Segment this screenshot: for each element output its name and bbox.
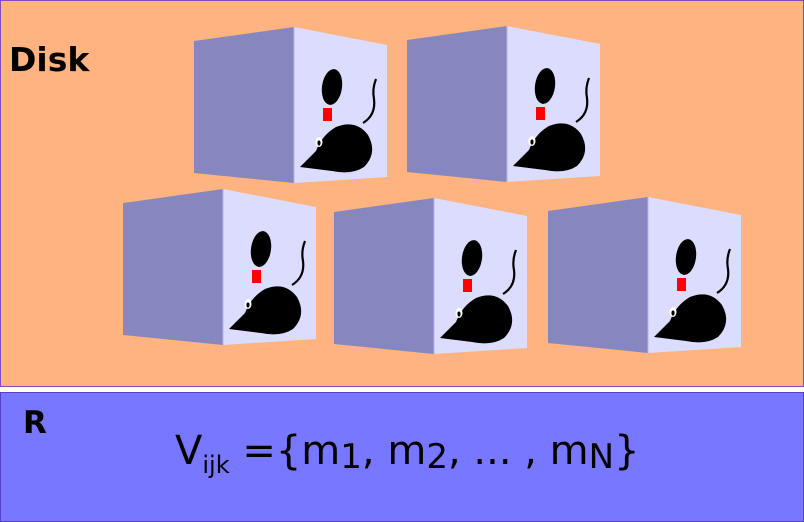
formula-close: } xyxy=(614,428,640,474)
r-panel: R Vijk ={m1, m2, ... , mN} xyxy=(0,392,804,522)
disk-label: Disk xyxy=(9,40,90,79)
cube-array xyxy=(1,1,804,386)
formula-eq-open: ={m xyxy=(229,428,341,474)
mouse-cube-icon xyxy=(407,26,600,182)
formula-index-1: 1 xyxy=(340,437,362,477)
mouse-cube-icon xyxy=(548,197,741,353)
mouse-cube-icon xyxy=(194,27,387,183)
mouse-cube-icon xyxy=(123,189,316,345)
formula-separator-1: , m xyxy=(361,428,427,474)
formula-index-2: 2 xyxy=(426,437,448,477)
formula-var: V xyxy=(175,428,203,474)
formula-separator-2: , ... , m xyxy=(447,428,589,474)
formula-index-n: N xyxy=(588,437,615,477)
disk-panel: Disk xyxy=(0,0,804,387)
r-label: R xyxy=(23,405,47,441)
voxel-formula: Vijk ={m1, m2, ... , mN} xyxy=(175,428,640,477)
mouse-cube-icon xyxy=(334,198,527,354)
formula-var-subscript: ijk xyxy=(202,451,230,479)
